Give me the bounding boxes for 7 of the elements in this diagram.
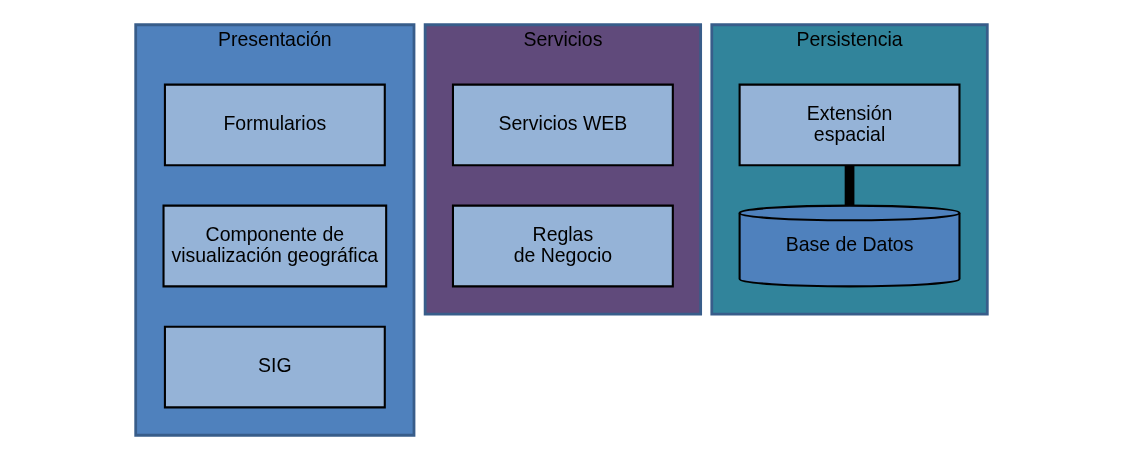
node-box: Servicios WEB bbox=[451, 83, 674, 167]
node-box: Componente de visualización geográfica bbox=[162, 204, 387, 288]
node-box: SIG bbox=[163, 325, 386, 409]
node-box: Reglas de Negocio bbox=[451, 204, 674, 288]
node-box: Extensión espacial bbox=[738, 83, 960, 167]
connector bbox=[844, 165, 854, 206]
node-box: Formularios bbox=[163, 83, 386, 167]
